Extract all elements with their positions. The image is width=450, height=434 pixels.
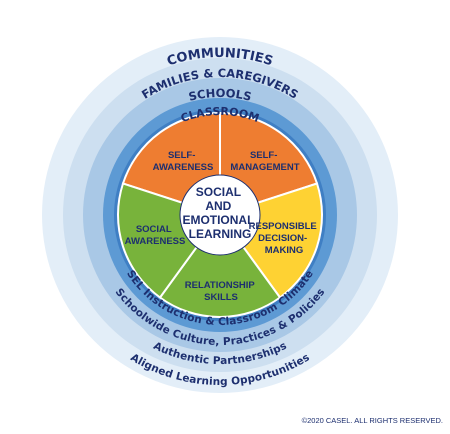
- center-label: SOCIAL AND EMOTIONAL LEARNING: [182, 185, 257, 241]
- social-awareness-label: SOCIAL AWARENESS: [125, 224, 186, 247]
- self-awareness-label: SELF- AWARENESS: [153, 150, 214, 173]
- relationship-skills-label: RELATIONSHIP SKILLS: [185, 280, 258, 303]
- copyright-text: ©2020 CASEL. ALL RIGHTS RESERVED.: [302, 416, 443, 425]
- relationship-skills-segment: [158, 213, 282, 319]
- classroom-label: CLASSROOM: [179, 105, 261, 125]
- schools-label: SCHOOLS: [187, 86, 253, 104]
- self-management-label: SELF- MANAGEMENT: [230, 150, 299, 173]
- center-circle: [179, 174, 261, 256]
- responsible-decision-making-label: RESPONSIBLE DECISION- MAKING: [249, 221, 320, 256]
